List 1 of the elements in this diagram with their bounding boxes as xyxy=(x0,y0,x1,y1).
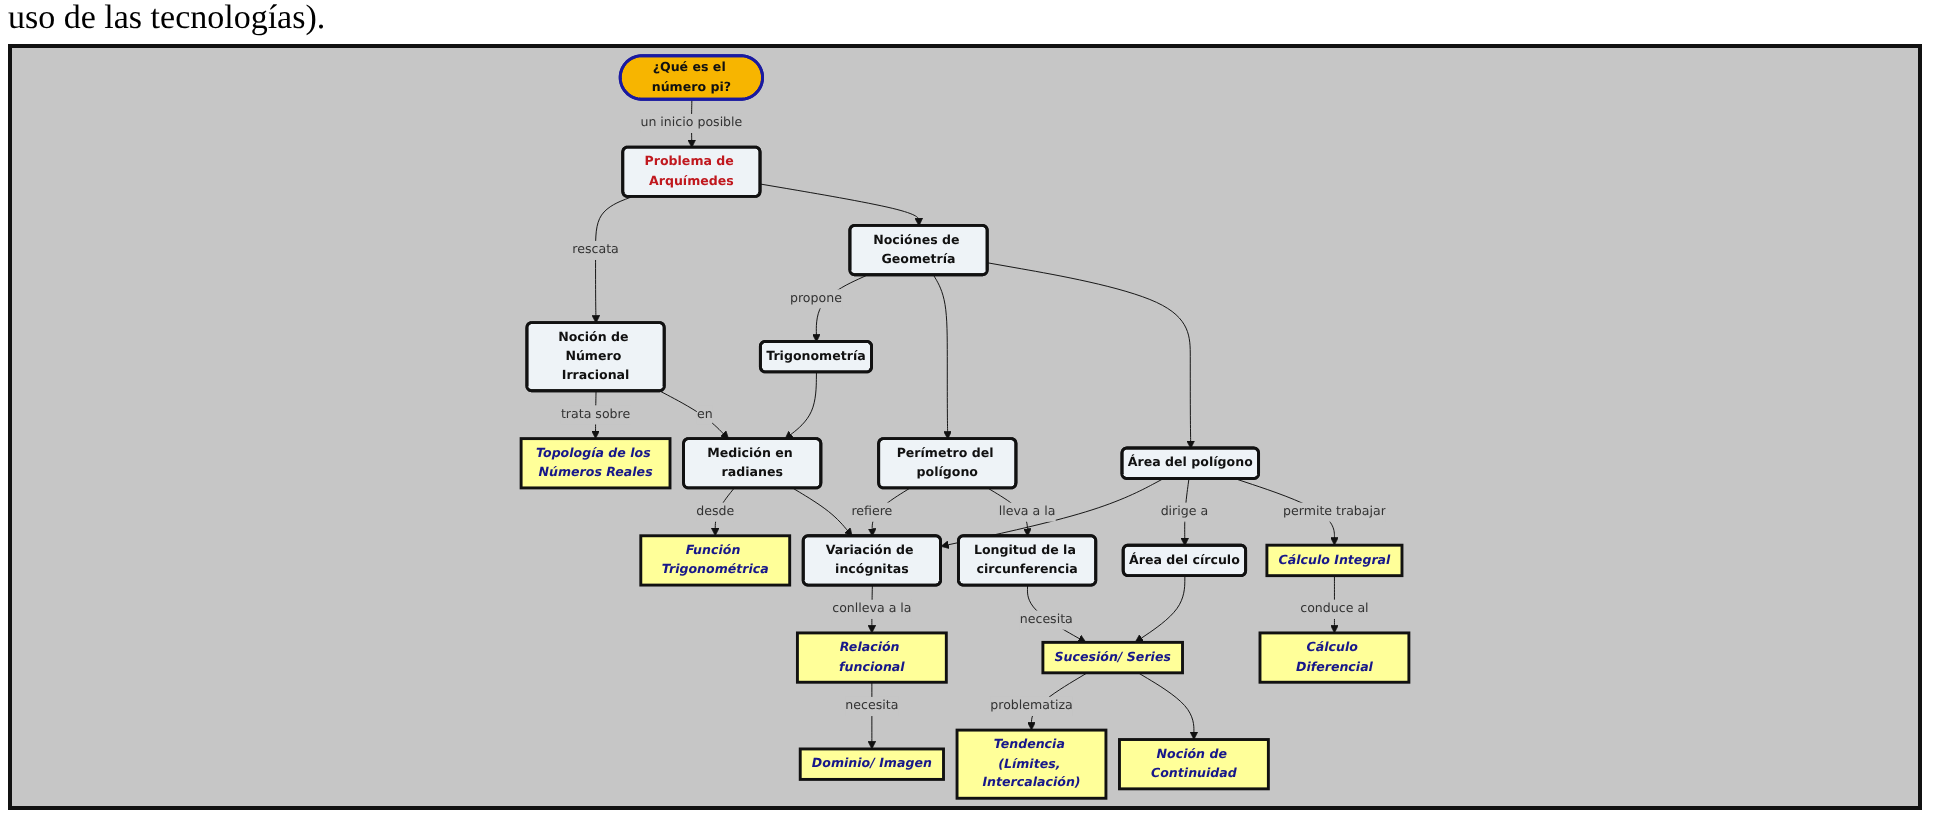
page-text: uso de las tecnologías). xyxy=(6,0,328,36)
